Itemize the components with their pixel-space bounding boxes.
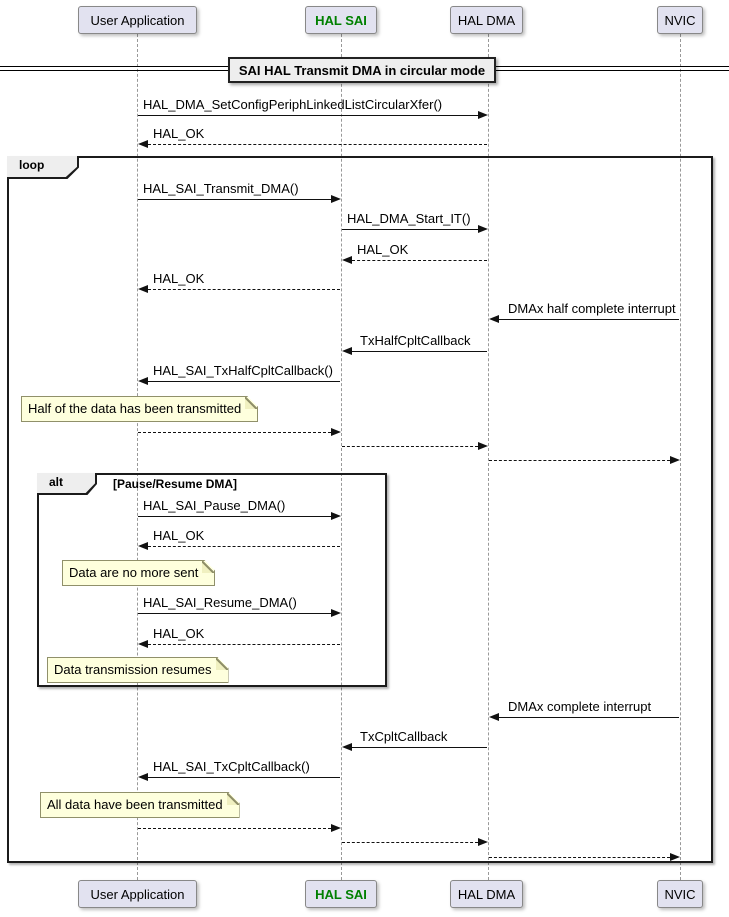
arrowhead-right-icon [670, 456, 680, 464]
arrowhead-right-icon [331, 609, 341, 617]
message-label: HAL_DMA_SetConfigPeriphLinkedListCircula… [143, 97, 443, 112]
arrowhead-right-icon [478, 225, 488, 233]
message-arrow-line [148, 144, 487, 145]
arrowhead-left-icon [489, 713, 499, 721]
message-arrow-line [352, 260, 487, 261]
message-arrow-line [148, 546, 340, 547]
participant-label: HAL SAI [315, 886, 367, 902]
diagram-title: SAI HAL Transmit DMA in circular mode [228, 57, 496, 83]
lifeline-hal-dma [488, 34, 489, 880]
message-arrow-line [342, 229, 478, 230]
message-arrow-line [148, 381, 340, 382]
lifeline-user-application [137, 34, 138, 880]
message-label: HAL_OK [153, 126, 205, 141]
message-arrow-line [148, 289, 340, 290]
arrowhead-left-icon [138, 377, 148, 385]
message-label: HAL_OK [153, 271, 205, 286]
message-label: DMAx complete interrupt [508, 699, 652, 714]
arrowhead-right-icon [478, 838, 488, 846]
message-arrow-line [138, 432, 331, 433]
message-arrow-line [499, 319, 679, 320]
message-arrow-line [138, 516, 331, 517]
participant-label: HAL SAI [315, 12, 367, 28]
participant-label: User Application [90, 886, 185, 902]
arrowhead-right-icon [331, 824, 341, 832]
message-arrow-line [352, 351, 487, 352]
alt-frame-condition: [Pause/Resume DMA] [113, 477, 238, 491]
message-label: DMAx half complete interrupt [508, 301, 676, 316]
arrowhead-right-icon [670, 853, 680, 861]
lifeline-nvic [680, 34, 681, 880]
message-arrow-line [342, 446, 478, 447]
arrowhead-right-icon [478, 111, 488, 119]
note: Data transmission resumes [47, 657, 229, 683]
arrowhead-right-icon [331, 512, 341, 520]
message-arrow-line [352, 747, 487, 748]
message-label: HAL_SAI_Resume_DMA() [143, 595, 297, 610]
loop-frame [7, 156, 713, 863]
arrowhead-left-icon [138, 773, 148, 781]
lifeline-hal-sai [341, 34, 342, 880]
note: All data have been transmitted [40, 792, 240, 818]
message-label: HAL_OK [153, 626, 205, 641]
message-arrow-line [138, 613, 331, 614]
loop-frame-label: loop [7, 156, 77, 177]
participant-user-application-top: User Application [78, 6, 197, 34]
alt-frame [37, 473, 387, 687]
alt-frame-label: alt [37, 473, 95, 493]
alt-frame-tag: alt [37, 473, 97, 495]
participant-hal-sai-bottom: HAL SAI [305, 880, 377, 908]
message-label: TxCpltCallback [360, 729, 448, 744]
participant-hal-dma-bottom: HAL DMA [450, 880, 523, 908]
participant-label: NVIC [664, 886, 696, 902]
arrowhead-left-icon [138, 640, 148, 648]
message-label: TxHalfCpltCallback [360, 333, 471, 348]
message-arrow-line [138, 828, 331, 829]
arrowhead-left-icon [342, 256, 352, 264]
arrowhead-right-icon [331, 428, 341, 436]
participant-nvic-top: NVIC [657, 6, 703, 34]
message-label: HAL_SAI_TxCpltCallback() [153, 759, 310, 774]
message-arrow-line [138, 115, 478, 116]
participant-label: User Application [90, 12, 185, 28]
message-label: HAL_DMA_Start_IT() [347, 211, 471, 226]
message-arrow-line [342, 842, 478, 843]
participant-hal-sai-top: HAL SAI [305, 6, 377, 34]
arrowhead-left-icon [342, 743, 352, 751]
arrowhead-left-icon [489, 315, 499, 323]
note: Half of the data has been transmitted [21, 396, 258, 422]
arrowhead-left-icon [138, 542, 148, 550]
note: Data are no more sent [62, 560, 215, 586]
arrowhead-left-icon [138, 140, 148, 148]
message-label: HAL_SAI_Pause_DMA() [143, 498, 286, 513]
participant-nvic-bottom: NVIC [657, 880, 703, 908]
message-label: HAL_OK [357, 242, 409, 257]
message-arrow-line [489, 857, 670, 858]
message-label: HAL_SAI_TxHalfCpltCallback() [153, 363, 333, 378]
message-arrow-line [489, 460, 670, 461]
arrowhead-right-icon [331, 195, 341, 203]
arrowhead-right-icon [478, 442, 488, 450]
arrowhead-left-icon [138, 285, 148, 293]
participant-hal-dma-top: HAL DMA [450, 6, 523, 34]
participant-label: HAL DMA [457, 886, 516, 902]
message-arrow-line [148, 644, 340, 645]
participant-label: HAL DMA [457, 12, 516, 28]
message-label: HAL_OK [153, 528, 205, 543]
message-arrow-line [138, 199, 331, 200]
participant-label: NVIC [664, 12, 696, 28]
loop-frame-tag: loop [7, 156, 79, 179]
message-arrow-line [499, 717, 679, 718]
arrowhead-left-icon [342, 347, 352, 355]
message-arrow-line [148, 777, 340, 778]
message-label: HAL_SAI_Transmit_DMA() [143, 181, 299, 196]
participant-user-application-bottom: User Application [78, 880, 197, 908]
